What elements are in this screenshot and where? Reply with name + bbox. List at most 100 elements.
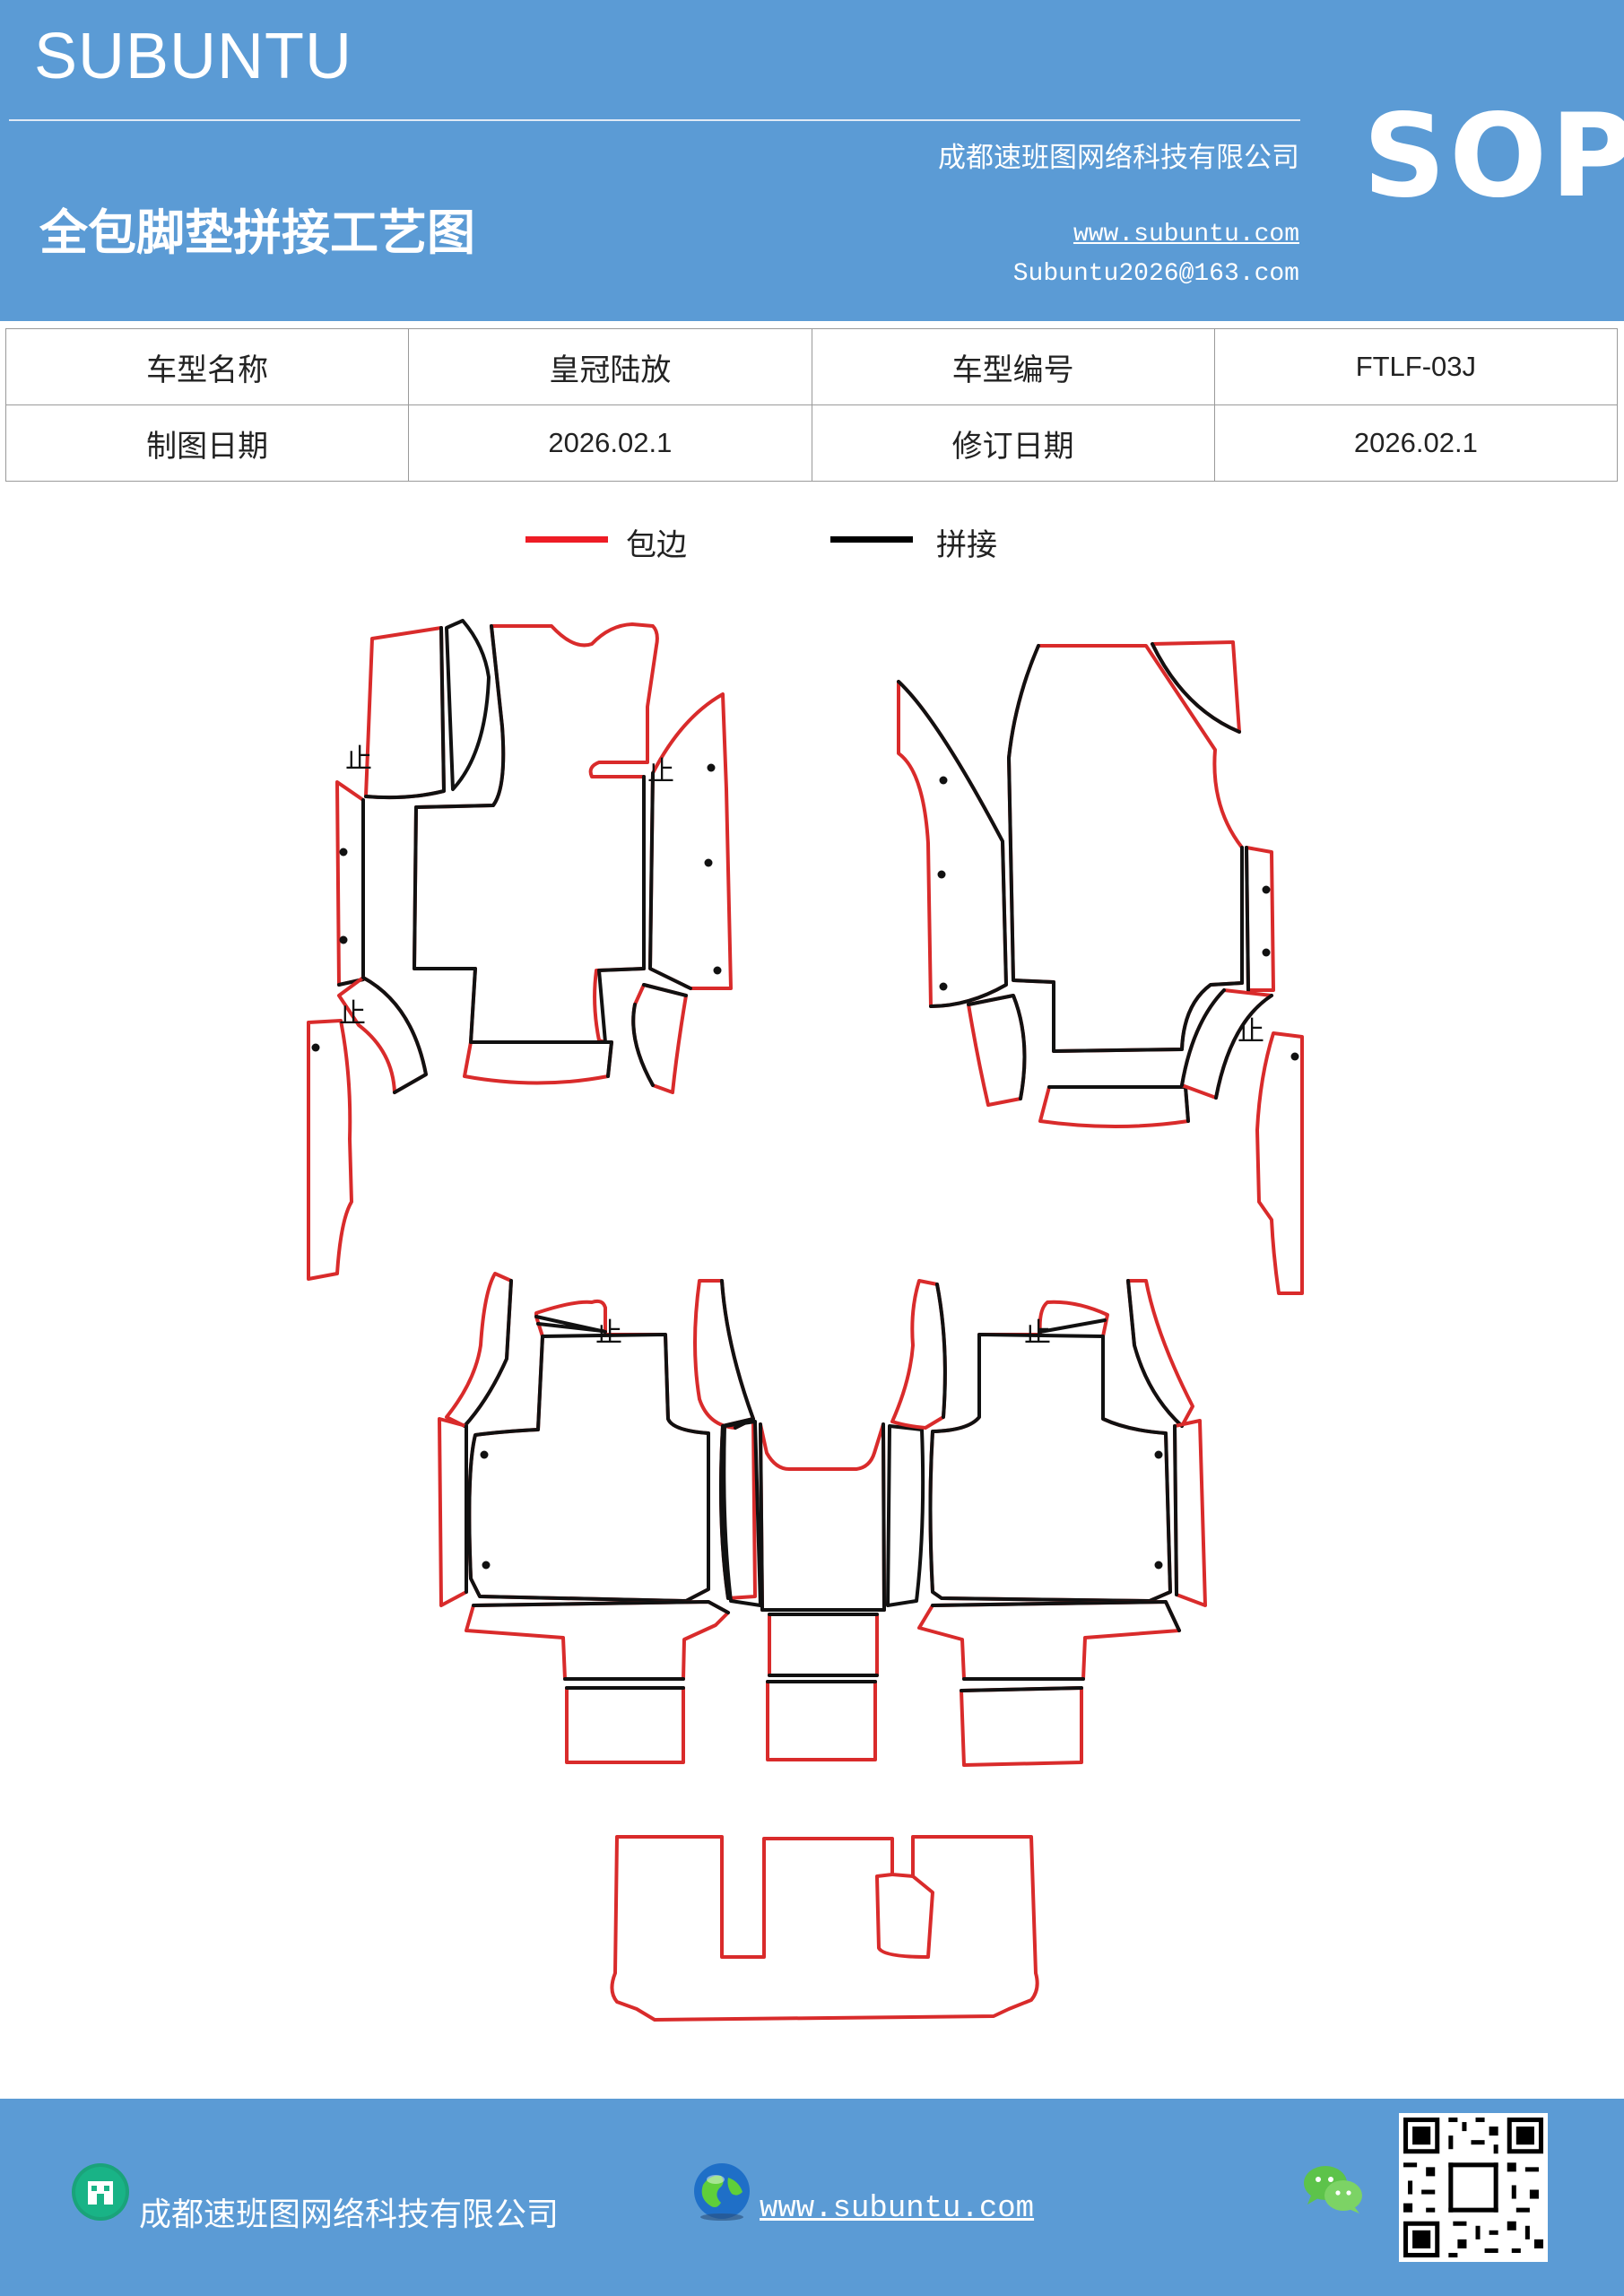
table-row: 车型名称 皇冠陆放 车型编号 FTLF-03J — [4, 328, 1619, 405]
mat-piece — [648, 692, 733, 990]
header-divider — [9, 119, 1300, 121]
stop-mark: 止 — [1238, 1016, 1264, 1048]
seam-line — [413, 624, 646, 1044]
mat-piece — [445, 1272, 513, 1428]
label-cell: 修订日期 — [811, 404, 1215, 482]
mat-piece — [759, 1422, 886, 1612]
legend-seam-label: 拼接 — [936, 527, 997, 563]
label-cell: 制图日期 — [4, 404, 410, 482]
mat-piece — [465, 1600, 730, 1681]
seam-line — [1173, 1424, 1178, 1596]
mat-piece — [722, 1420, 762, 1607]
mat-piece — [1173, 1419, 1207, 1607]
mat-piece — [631, 983, 688, 1094]
qr-code — [1399, 2113, 1548, 2262]
seam-line — [931, 1600, 1181, 1681]
mat-piece — [610, 1835, 1039, 2022]
seam-line — [928, 1333, 1172, 1603]
value-cell: 2026.02.1 — [408, 404, 812, 482]
footer-company: 成都速班图网络科技有限公司 — [139, 2196, 560, 2233]
document-title: 全包脚垫拼接工艺图 — [39, 204, 475, 261]
mat-piece — [768, 1613, 879, 1677]
legend-edge-label: 包边 — [626, 527, 687, 563]
stop-mark: 止 — [339, 998, 366, 1030]
sop-badge: SOP — [1363, 90, 1624, 223]
wechat-icon[interactable] — [1302, 2163, 1365, 2215]
mat-piece — [766, 1680, 877, 1761]
mat-piece — [307, 1019, 353, 1281]
mat-piece — [897, 680, 1008, 1008]
seam-line — [364, 626, 446, 800]
seam-line — [648, 771, 692, 990]
mat-piece — [886, 1424, 925, 1607]
seam-line — [469, 1040, 613, 1078]
header-email[interactable]: Subuntu2026@163.com — [1012, 260, 1299, 288]
seam-line — [1245, 846, 1250, 992]
seam-line — [960, 1686, 1083, 1692]
stop-marks: 止 止 止 止 止 止 — [339, 744, 1264, 1349]
seam-line — [361, 976, 428, 1094]
mat-piece — [534, 1315, 607, 1334]
footer-website-link[interactable]: www.subuntu.com — [760, 2192, 1035, 2226]
mat-piece — [364, 626, 446, 800]
mat-piece — [1255, 1031, 1304, 1295]
seam-line — [1151, 642, 1241, 734]
mat-piece — [438, 1417, 468, 1607]
legend-seam-swatch — [830, 536, 913, 543]
mat-piece — [1245, 846, 1275, 992]
mat-piece — [1007, 644, 1244, 1053]
seam-line — [337, 798, 365, 987]
footer-banner: 成都速班图网络科技有限公司 www.subuntu.com — [0, 2099, 1624, 2296]
seam-line — [935, 1283, 947, 1419]
mat-piece — [413, 622, 659, 1044]
value-cell: 皇冠陆放 — [408, 328, 812, 405]
seam-line — [967, 994, 1027, 1100]
label-cell: 车型编号 — [811, 328, 1215, 405]
stop-mark: 止 — [647, 756, 674, 787]
seam-line — [1007, 644, 1244, 1053]
stop-mark: 止 — [345, 744, 372, 775]
second-row-center-mats — [722, 1420, 925, 1761]
second-row-right-mats — [890, 1279, 1207, 1767]
value-cell: FTLF-03J — [1213, 328, 1619, 405]
building-icon — [72, 2163, 129, 2221]
legend: 包边 拼接 — [0, 526, 1624, 570]
mat-piece — [445, 619, 491, 791]
header-company: 成都速班图网络科技有限公司 — [938, 142, 1299, 174]
header-banner: SUBUNTU 成都速班图网络科技有限公司 全包脚垫拼接工艺图 www.subu… — [0, 0, 1624, 321]
front-right-mats — [897, 640, 1304, 1295]
mat-piece — [467, 1299, 710, 1603]
table-row: 制图日期 2026.02.1 修订日期 2026.02.1 — [4, 404, 1619, 482]
label-cell: 车型名称 — [4, 328, 410, 405]
legend-edge-swatch — [525, 536, 608, 543]
mat-piece — [1038, 1085, 1190, 1128]
mat-piece — [917, 1600, 1181, 1681]
seam-line — [631, 983, 688, 1087]
mat-piece — [875, 1873, 934, 1959]
mat-piece — [960, 1686, 1083, 1767]
globe-icon — [694, 2163, 750, 2221]
header-website-link[interactable]: www.subuntu.com — [1073, 221, 1299, 248]
stop-mark: 止 — [595, 1318, 622, 1349]
second-row-left-mats — [438, 1272, 757, 1764]
stop-mark: 止 — [1024, 1318, 1051, 1349]
seam-line — [1180, 988, 1273, 1100]
mat-piece — [1038, 1318, 1107, 1334]
third-row-mat — [610, 1835, 1039, 2022]
brand-name: SUBUNTU — [34, 21, 353, 92]
value-cell: 2026.02.1 — [1213, 404, 1619, 482]
seam-line — [467, 1333, 710, 1603]
seam-line — [1126, 1279, 1184, 1428]
seam-line — [897, 680, 1008, 1008]
seam-line — [768, 1613, 879, 1677]
front-left-mats — [307, 619, 733, 1281]
mat-piece — [335, 780, 365, 987]
seam-line — [720, 1279, 755, 1430]
mat-piece — [967, 994, 1027, 1107]
seam-line — [472, 1600, 730, 1681]
seam-line — [463, 1279, 513, 1428]
info-table: 车型名称 皇冠陆放 车型编号 FTLF-03J 制图日期 2026.02.1 修… — [4, 328, 1619, 482]
mat-piece — [890, 1279, 947, 1430]
seam-line — [1047, 1085, 1190, 1123]
